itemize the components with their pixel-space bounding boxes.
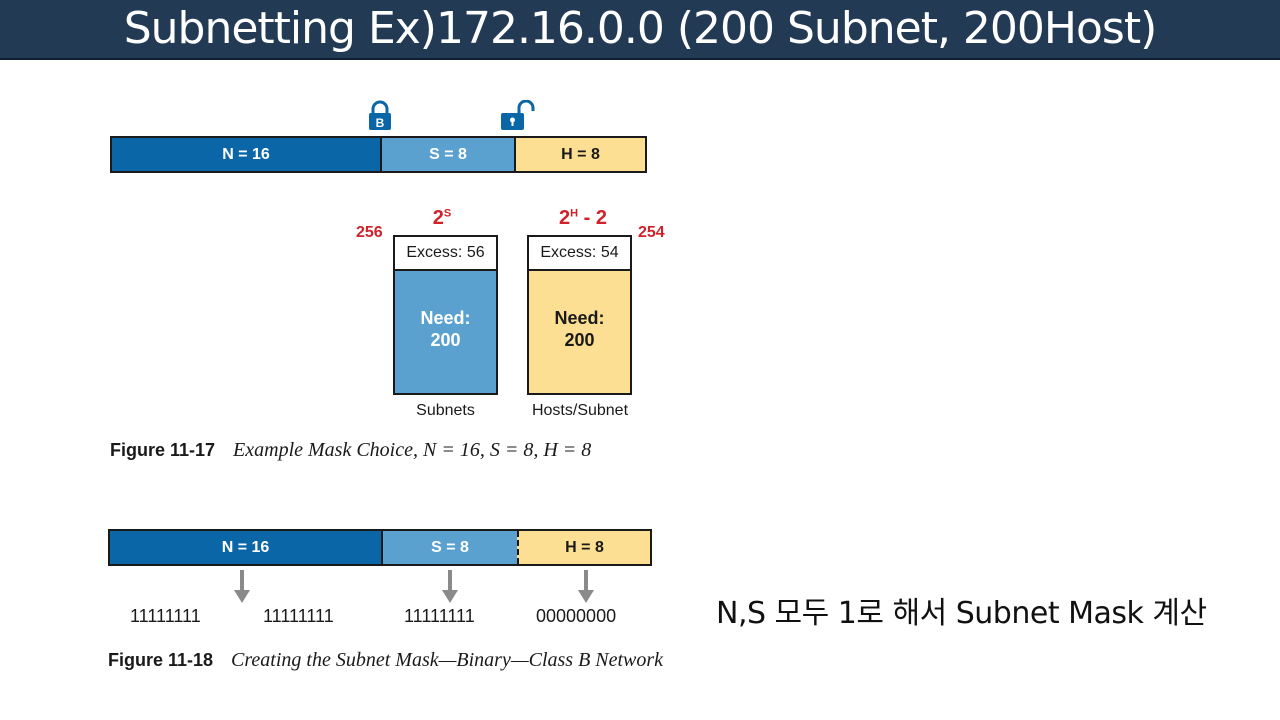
host-formula-base: 2 xyxy=(559,207,571,229)
address-bits-bar: N = 16 S = 8 H = 8 xyxy=(110,136,647,173)
subnet-formula-exponent: S xyxy=(443,207,452,220)
unlocked-padlock-icon xyxy=(501,100,535,130)
figure-caption-text: Creating the Subnet Mask—Binary—Class B … xyxy=(231,649,664,671)
figure-caption-text: Example Mask Choice, N = 16, S = 8, H = … xyxy=(233,439,592,461)
subnets-need-value: 200 xyxy=(430,330,461,350)
network-bits-segment: N = 16 xyxy=(110,531,381,564)
mask-bits-bar: N = 16 S = 8 H = 8 xyxy=(108,529,652,566)
subnets-excess: Excess: 56 xyxy=(395,237,496,271)
subnet-formula-base: 2 xyxy=(432,207,444,229)
subnet-bits-segment: S = 8 xyxy=(380,138,514,171)
hosts-caption: Hosts/Subnet xyxy=(531,402,629,419)
octet-2: 11111111 xyxy=(263,606,334,626)
host-formula-exponent: H xyxy=(570,207,579,220)
figure-caption: Figure 11-17 Example Mask Choice, N = 16,… xyxy=(110,439,591,462)
figure-number: Figure 11-17 xyxy=(110,440,216,460)
subnet-total: 256 xyxy=(356,224,383,241)
subnets-caption: Subnets xyxy=(416,402,475,419)
host-total: 254 xyxy=(638,224,665,241)
figure-caption: Figure 11-18 Creating the Subnet Mask—Bin… xyxy=(108,649,663,672)
host-formula: 2H - 2 xyxy=(538,207,628,230)
hosts-box: Excess: 54 Need: 200 xyxy=(527,235,632,395)
host-bits-segment: H = 8 xyxy=(514,138,645,171)
subnets-box: Excess: 56 Need: 200 xyxy=(393,235,498,395)
down-arrow-icon xyxy=(442,570,458,603)
hosts-need-value: 200 xyxy=(564,330,595,350)
lock-letter: B xyxy=(376,116,385,130)
host-bits-segment: H = 8 xyxy=(517,531,650,564)
octet-4: 00000000 xyxy=(536,606,617,626)
subnet-formula: 2S xyxy=(412,207,472,230)
subnet-bits-segment: S = 8 xyxy=(381,531,517,564)
host-formula-tail: - 2 xyxy=(578,207,607,229)
down-arrow-icon xyxy=(578,570,594,603)
figure-number: Figure 11-18 xyxy=(108,650,214,670)
hosts-excess: Excess: 54 xyxy=(529,237,630,271)
slide-title: Subnetting Ex)172.16.0.0 (200 Subnet, 20… xyxy=(123,3,1158,54)
subnets-need-label: Need: xyxy=(420,308,471,328)
locked-padlock-icon: B xyxy=(369,100,391,130)
octet-3: 11111111 xyxy=(404,606,475,626)
title-bar xyxy=(0,0,1280,60)
down-arrow-icon xyxy=(234,570,250,603)
hosts-need-label: Need: xyxy=(554,308,605,328)
subnets-need: Need: 200 xyxy=(395,271,496,351)
network-bits-segment: N = 16 xyxy=(112,138,380,171)
hosts-need: Need: 200 xyxy=(529,271,630,351)
octet-1: 11111111 xyxy=(130,606,201,626)
subnet-mask-note: N,S 모두 1로 해서 Subnet Mask 계산 xyxy=(716,596,1207,631)
